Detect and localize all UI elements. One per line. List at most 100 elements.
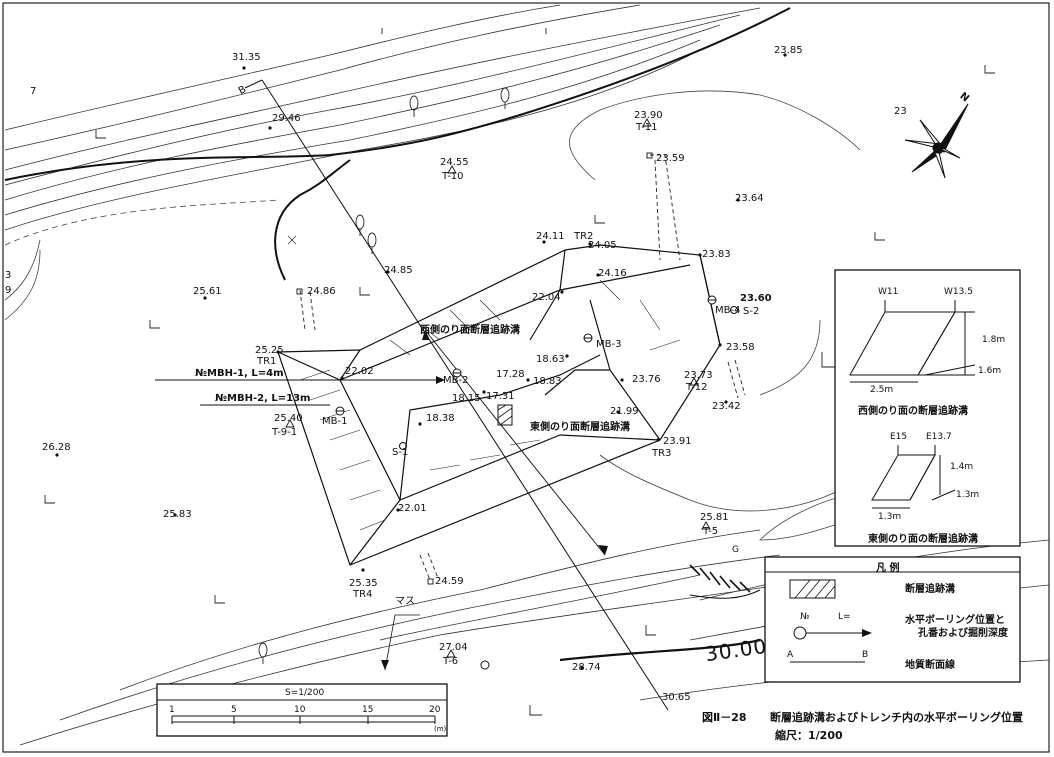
figure-scale: 縮尺：1/200 (775, 729, 843, 742)
scale-tick: 5 (231, 705, 237, 715)
spot-height: 18.63 (536, 354, 565, 365)
inset-label: E13.7 (926, 432, 952, 442)
station-label: TR3 (652, 448, 672, 459)
spot-height: 17.28 (496, 369, 525, 380)
edge-label: 9 (5, 285, 12, 296)
spot-height: 24.85 (384, 265, 413, 276)
spot-height: 26.28 (42, 442, 71, 453)
spot-height: 23.76 (632, 374, 661, 385)
inset-label: W11 (878, 287, 899, 297)
spot-height: 17.31 (486, 391, 515, 402)
spot-height: 31.35 (232, 52, 261, 63)
spot-height: 29.46 (272, 113, 301, 124)
edge-label: 3 (5, 270, 12, 281)
north-arrow-icon (904, 103, 969, 179)
edge-label: 7 (30, 86, 37, 97)
main-contour (4, 7, 791, 181)
legend-section-label: 地質断面線 (905, 660, 955, 671)
spot-height: 23.85 (774, 45, 803, 56)
spot-height: 24.11 (536, 231, 565, 242)
inset-label: 2.5m (870, 385, 894, 395)
station-label: S-1 (392, 447, 409, 458)
scale-bar-title: S=1/200 (285, 688, 325, 698)
station-label: MB-4 (715, 305, 741, 316)
figure-number: 図Ⅱ－28 (702, 711, 747, 724)
spot-height: 25.25 (255, 345, 284, 356)
scale-tick: 1 (169, 705, 175, 715)
spot-height: 25.35 (349, 578, 378, 589)
field-symbols (44, 28, 995, 716)
station-markers (55, 53, 787, 670)
spot-height: 23.73 (684, 370, 713, 381)
boring-lines (155, 379, 445, 406)
inset-label: 1.3m (878, 512, 902, 522)
station-label: T-6 (443, 656, 459, 667)
triangle-markers (285, 118, 711, 658)
spot-height: 23.91 (663, 436, 692, 447)
spot-height: 24.16 (598, 268, 627, 279)
spot-height: 23.58 (726, 342, 755, 353)
fault-trench-box (497, 404, 513, 426)
legend-no: № (800, 612, 810, 622)
road-lower-thick (559, 638, 761, 662)
spot-height: 22.01 (398, 503, 427, 514)
legend-a: A (787, 650, 794, 660)
spot-height: 23 (894, 106, 907, 117)
station-label: マス (395, 596, 415, 607)
spot-height: 23.64 (735, 193, 764, 204)
legend-trench-label: 断層追跡溝 (905, 584, 955, 595)
lower-contours (19, 529, 1050, 746)
west-trench-label: 西側のり面断層追跡溝 (420, 325, 520, 336)
figure-title: 断層追跡溝およびトレンチ内の水平ボーリング位置 (770, 711, 1023, 724)
station-label: S-2 (743, 306, 760, 317)
spot-height: 22.04 (532, 292, 561, 303)
station-label: T-5 (703, 526, 719, 537)
spot-height: 25.61 (193, 286, 222, 297)
dashed-zones (299, 154, 746, 581)
spot-height: 28.74 (572, 662, 601, 673)
scale-unit: (m) (434, 725, 447, 733)
scale-tick: 10 (294, 705, 306, 715)
station-label: TR2 (574, 231, 594, 242)
scale-tick: 15 (362, 705, 374, 715)
spot-height: 30.65 (662, 692, 691, 703)
station-label: MB-2 (443, 375, 469, 386)
spot-height: 25.83 (163, 509, 192, 520)
spot-height: 23.90 (634, 110, 663, 121)
trench-outline (277, 244, 721, 566)
spot-height: 18.38 (426, 413, 455, 424)
station-label: T-12 (686, 382, 708, 393)
east-trench-label: 東側のり面断層追跡溝 (530, 422, 630, 433)
road-edge (274, 159, 351, 281)
inset-label: 1.4m (950, 462, 974, 472)
spot-height: 24.55 (440, 157, 469, 168)
spot-height: 23.60 (740, 293, 772, 304)
west-inset-title: 西側のり面の断層追跡溝 (858, 406, 968, 417)
spot-height: 25.81 (700, 512, 729, 523)
spot-height: 24.59 (435, 576, 464, 587)
station-label: G (732, 545, 739, 555)
legend-b: B (862, 650, 869, 660)
boring-holes (335, 295, 738, 670)
roof-hatch (299, 279, 681, 531)
spot-height: 18.83 (533, 376, 562, 387)
legend-trench-swatch (789, 579, 836, 599)
spot-height: 23.59 (656, 153, 685, 164)
station-label: MB-3 (596, 339, 622, 350)
legend-title: 凡 例 (876, 563, 900, 574)
legend-boring-label-1: 水平ボーリング位置と (905, 615, 1005, 626)
contour-lines (4, 4, 761, 231)
inset-label: W13.5 (944, 287, 973, 297)
tree-symbols (258, 87, 510, 664)
west-trench-sketch (849, 300, 976, 383)
section-line (261, 79, 669, 711)
station-label: MB-1 (322, 416, 348, 427)
legend-box (764, 556, 1021, 683)
legend-l: L= (838, 612, 851, 622)
station-label: T-11 (636, 122, 658, 133)
station-label: T-10 (442, 171, 464, 182)
spot-height: 24.05 (588, 240, 617, 251)
x-marks (287, 235, 297, 245)
spot-height: 22.02 (345, 366, 374, 377)
